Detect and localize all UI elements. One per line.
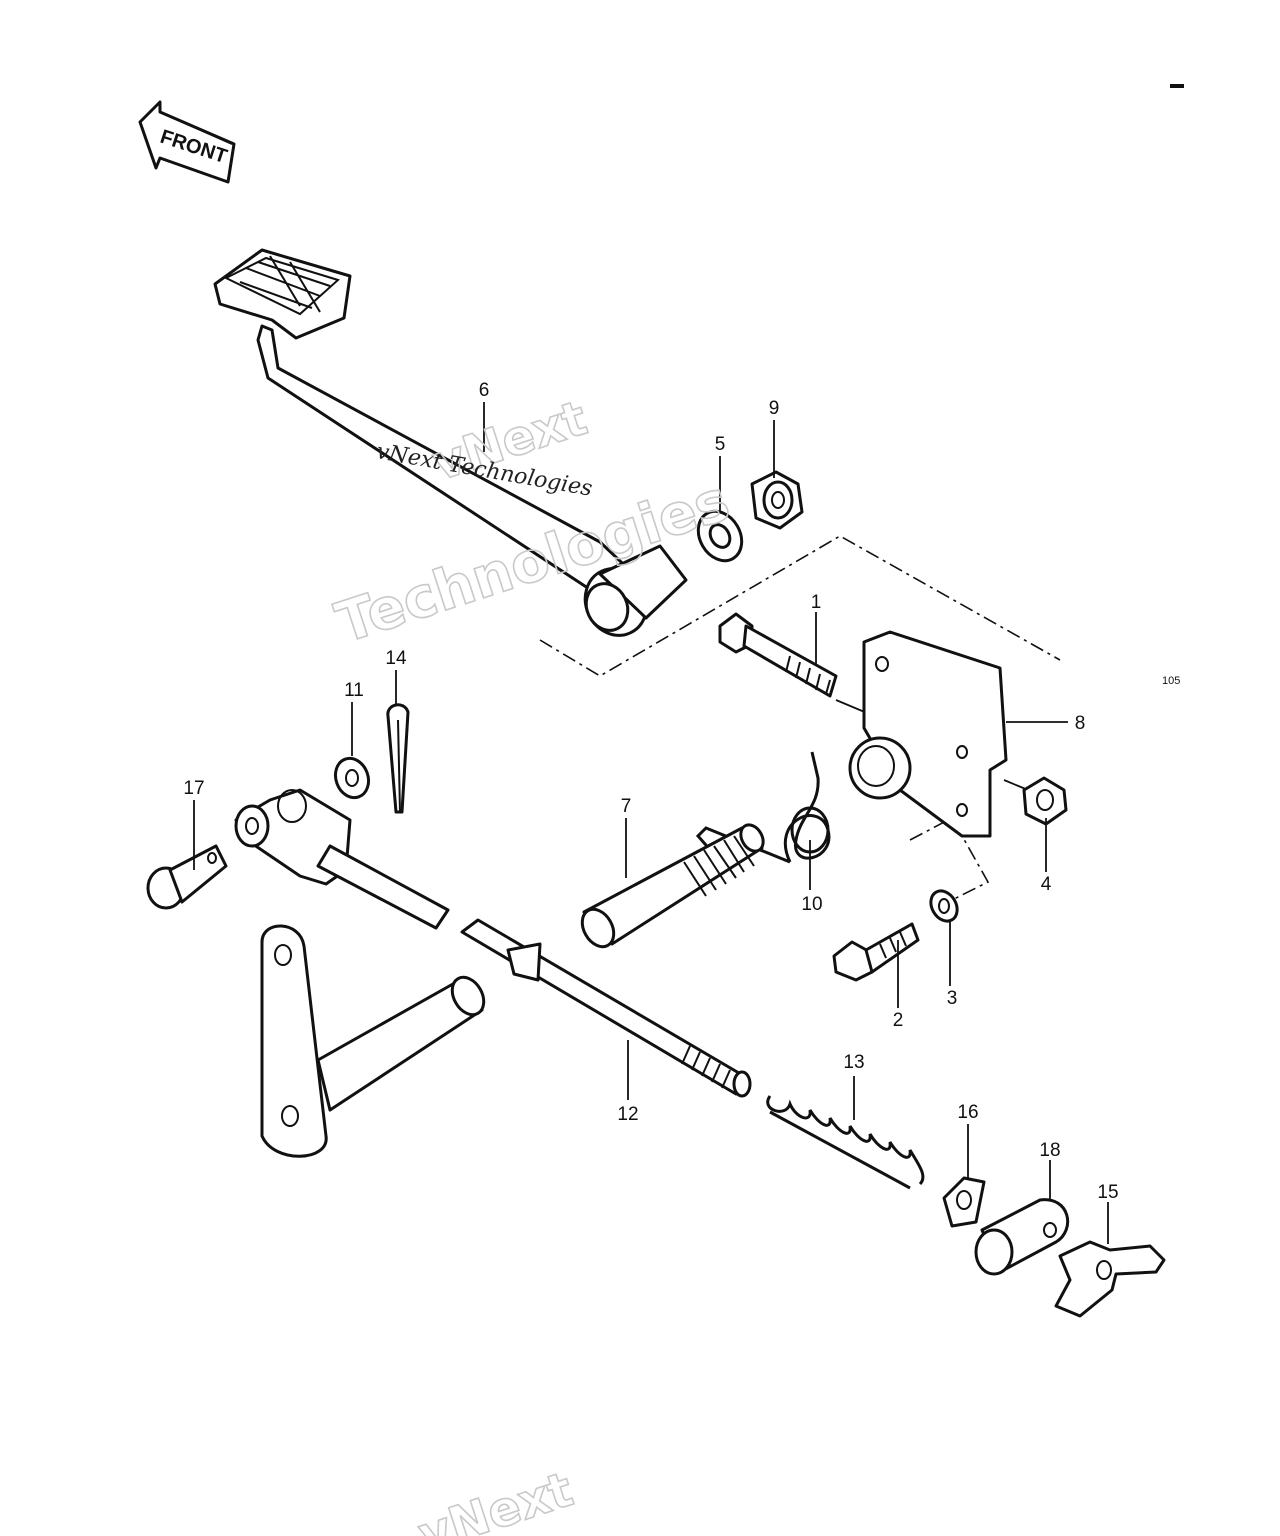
part-16-washer [942, 1176, 986, 1228]
part-12-brake-rod [460, 918, 752, 1098]
callout-15: 15 [1097, 1182, 1118, 1203]
part-7-pivot-shaft [580, 823, 765, 949]
assembly-line-bolt-bracket [909, 816, 990, 901]
callout-17: 17 [183, 778, 204, 799]
callout-18: 18 [1039, 1140, 1060, 1161]
callout-numbers: 1 2 3 4 5 6 7 8 9 10 11 12 13 14 15 16 1… [183, 380, 1118, 1203]
part-3-lock-washer [929, 889, 959, 923]
assembly-line-pedal-bracket [539, 535, 1061, 677]
part-13-compression-spring [766, 1095, 925, 1190]
watermark-bottom: vNext [412, 1461, 579, 1536]
part-4-nut [1022, 776, 1068, 826]
callout-1: 1 [811, 592, 822, 613]
callout-9: 9 [769, 398, 780, 419]
front-direction-arrow: FRONT [138, 100, 236, 184]
watermark-line-2: Technologies [329, 468, 738, 656]
part-17-clevis-pin [146, 844, 228, 910]
callout-8: 8 [1075, 713, 1086, 734]
part-18-joint-pin [974, 1198, 1070, 1276]
sheet-mark: 105 [1162, 675, 1180, 687]
part-15-wing-nut [1054, 1240, 1166, 1318]
part-6-brake-pedal [213, 248, 688, 637]
part-14-cotter-pin [386, 703, 410, 814]
corner-mark [1170, 84, 1184, 88]
part-9-cap-nut [750, 470, 804, 530]
callout-7: 7 [621, 796, 632, 817]
callout-12: 12 [617, 1104, 638, 1125]
callout-3: 3 [947, 988, 958, 1009]
part-8-bracket [848, 630, 1008, 838]
part-11-washer [333, 756, 371, 800]
part-2-bolt [832, 922, 920, 982]
callout-14: 14 [385, 648, 407, 669]
clevis [234, 788, 450, 930]
callout-16: 16 [957, 1102, 978, 1123]
callout-6: 6 [479, 380, 490, 401]
brake-lever-arm [260, 924, 486, 1158]
callout-13: 13 [843, 1052, 864, 1073]
callout-2: 2 [893, 1010, 904, 1031]
part-1-bolt [718, 612, 838, 698]
callout-4: 4 [1041, 874, 1052, 895]
callout-5: 5 [715, 434, 726, 455]
callout-10: 10 [801, 894, 822, 915]
part-5-washer [696, 509, 744, 563]
callout-leaders [193, 402, 1109, 1244]
callout-11: 11 [344, 680, 364, 701]
